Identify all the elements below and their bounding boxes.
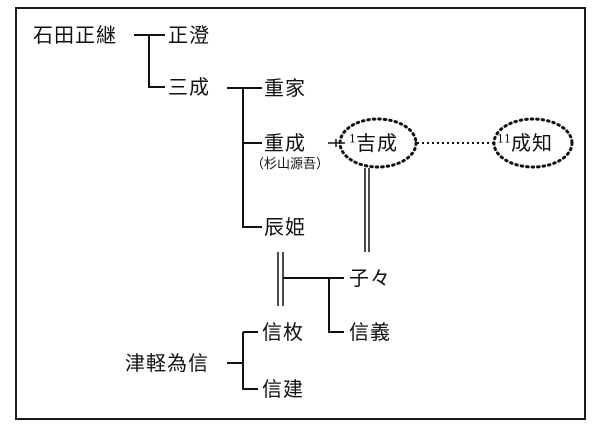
person-narutomo: 11成知 xyxy=(497,132,553,154)
person-shigenari-note: （杉山源吾） xyxy=(251,157,330,172)
person-shigenari: 重成 xyxy=(264,131,306,155)
person-nobuyoshi: 信義 xyxy=(349,320,391,344)
person-tatsuhime: 辰姫 xyxy=(264,215,306,239)
line-mitsunari-children xyxy=(227,87,262,228)
person-masazumi: 正澄 xyxy=(168,23,210,47)
person-ishida-masatsugu: 石田正継 xyxy=(33,23,117,47)
line-masatsugu-children xyxy=(134,34,165,88)
line-tamenobu-children xyxy=(227,331,258,390)
narutomo-generation-number: 11 xyxy=(497,132,511,146)
narutomo-label: 成知 xyxy=(511,131,553,155)
person-nobutake: 信建 xyxy=(262,377,304,401)
person-nobuhira: 信枚 xyxy=(262,320,304,344)
person-tsugaru-tamenobu: 津軽為信 xyxy=(125,351,209,375)
line-shigenari-yoshinari xyxy=(328,139,345,147)
person-mitsunari: 三成 xyxy=(168,75,210,99)
line-marriage-children xyxy=(283,277,344,333)
yoshinari-generation-number: 1 xyxy=(349,132,356,146)
person-shigeie: 重家 xyxy=(264,76,306,100)
person-koko: 子々 xyxy=(349,266,391,290)
yoshinari-dotted-ellipse xyxy=(338,117,418,169)
person-yoshinari: 1吉成 xyxy=(349,132,398,154)
diagram-frame xyxy=(15,7,586,420)
yoshinari-label: 吉成 xyxy=(356,131,398,155)
